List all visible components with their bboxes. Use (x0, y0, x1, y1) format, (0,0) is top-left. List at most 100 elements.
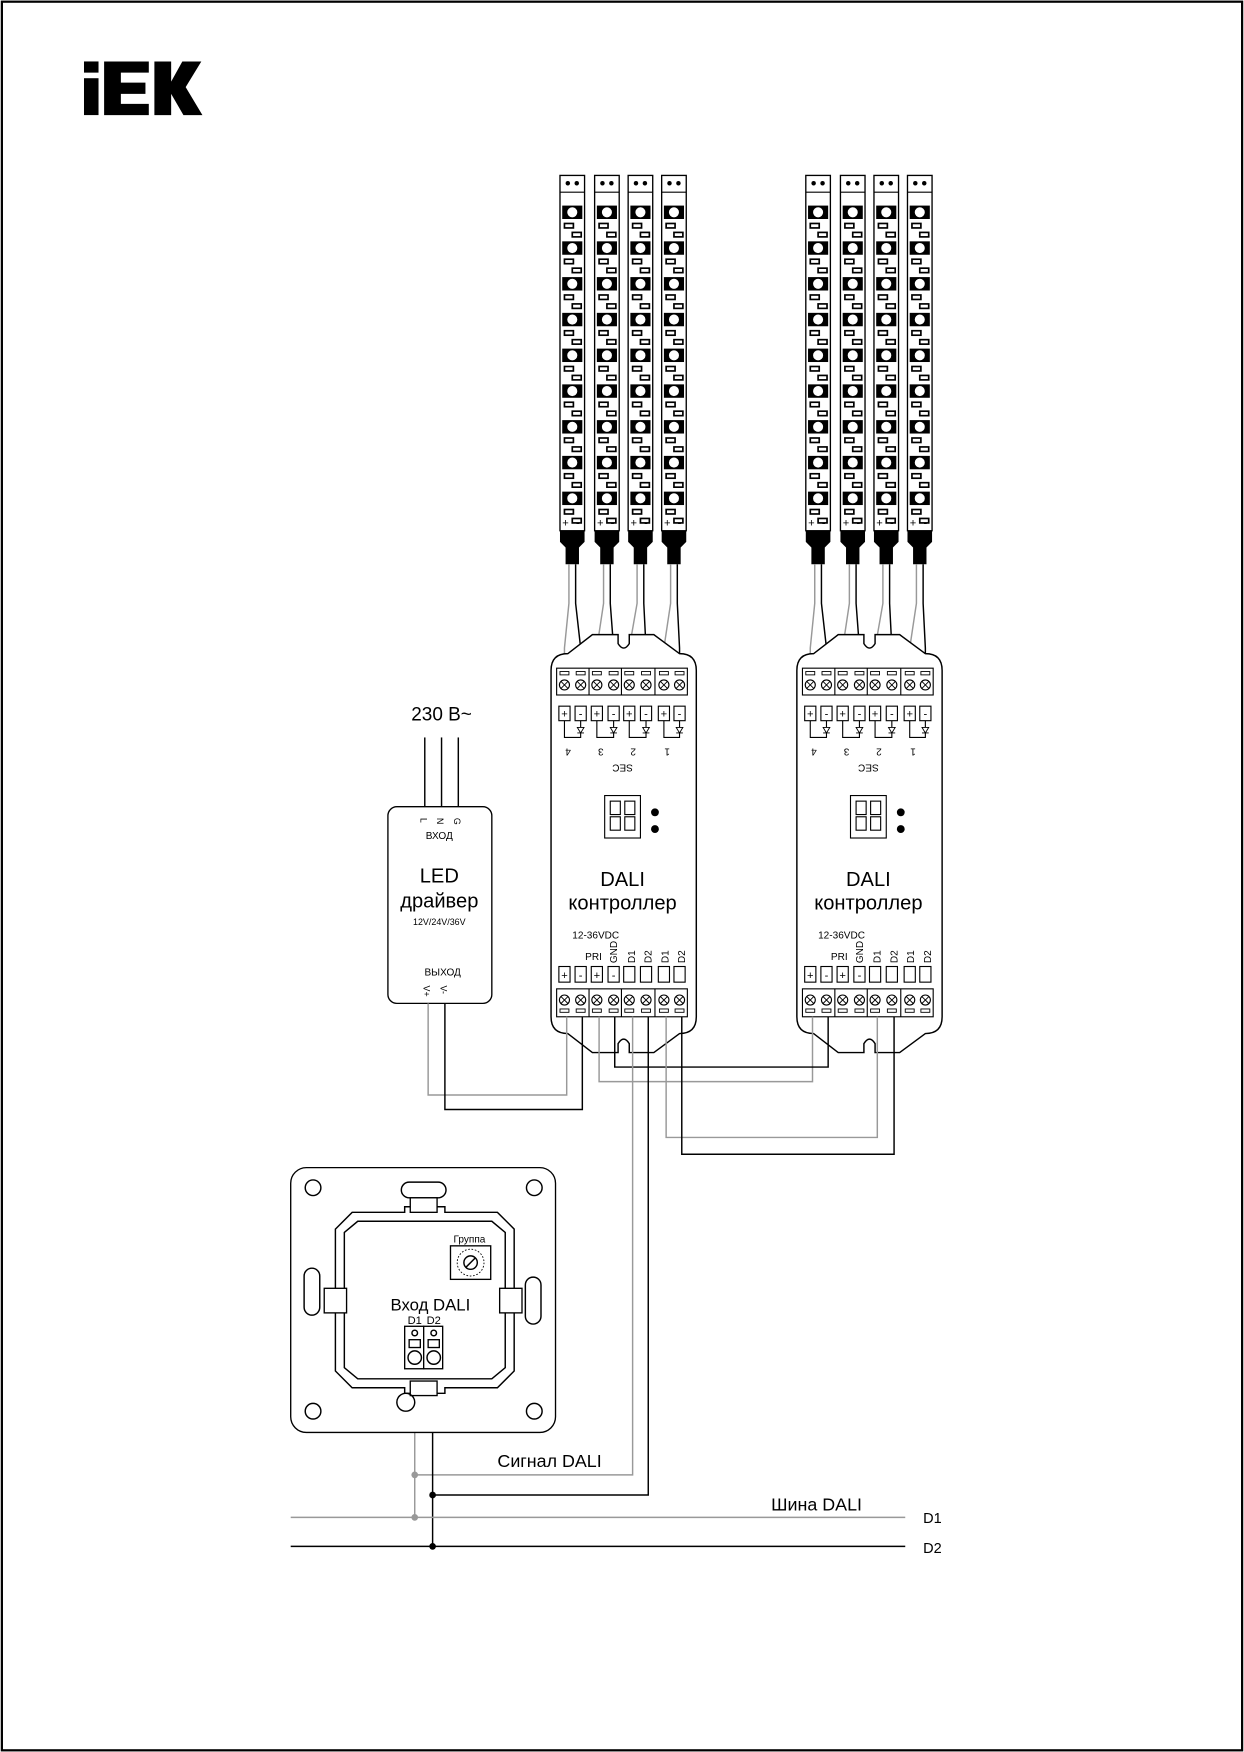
resistor-icon (851, 231, 863, 238)
led-strip: +- (627, 174, 654, 676)
bus-label: Шина DALI (771, 1495, 862, 1515)
resistor-icon (673, 374, 684, 381)
rotary-selector-icon[interactable] (449, 1245, 492, 1281)
resistor-icon (606, 410, 617, 417)
pri-pin-box (558, 965, 571, 983)
resistor-icon (598, 365, 609, 372)
resistor-icon (673, 267, 684, 274)
strip-pad (879, 181, 885, 186)
bus-pin-label: GND (609, 941, 620, 963)
led-icon (634, 277, 647, 290)
led-icon (913, 241, 926, 255)
digit-upper (855, 800, 867, 816)
digit-upper (624, 800, 636, 816)
led-icon (913, 456, 926, 469)
sec-pin-label: - (579, 708, 583, 720)
resistor-icon (665, 329, 676, 337)
resistor-icon (571, 374, 583, 381)
pri-pin-box (820, 965, 833, 983)
led-diode-icon (921, 726, 930, 734)
resistor-icon (877, 508, 889, 515)
led-icon (846, 456, 859, 469)
led-icon (913, 492, 926, 505)
dali-input-terminal[interactable] (404, 1325, 444, 1370)
resistor-icon (809, 437, 821, 444)
resistor-icon (598, 508, 609, 515)
resistor-icon (631, 437, 643, 444)
led-driver: 230 В~ L N G ВХОД LED драйвер 12V/24V/36… (387, 705, 493, 1005)
strip-connector (907, 530, 933, 565)
resistor-icon (598, 329, 609, 337)
resistor-icon (563, 222, 575, 229)
led-icon (913, 277, 926, 290)
pri-pin-box (804, 965, 817, 983)
resistor-icon (918, 231, 930, 238)
resistor-icon (639, 267, 651, 274)
led-diode-icon (855, 726, 864, 734)
resistor-icon (885, 231, 897, 238)
resistor-icon (809, 329, 821, 337)
terminal-slot (870, 671, 880, 676)
resistor-icon (563, 365, 575, 372)
terminal-slot (608, 671, 619, 676)
screw-cross (560, 681, 569, 689)
led-icon (600, 384, 614, 398)
terminal-slot (641, 671, 651, 676)
led-icon (667, 277, 681, 290)
resistor-icon (809, 222, 821, 229)
resistor-icon (673, 517, 684, 524)
screw-cross (906, 996, 914, 1004)
terminal-slot (674, 1008, 685, 1013)
channel-label: 2 (876, 746, 882, 757)
pri-pin-box (903, 965, 916, 983)
resistor-icon (911, 437, 922, 444)
resistor-icon (809, 294, 821, 301)
led-strip: +- (839, 174, 866, 676)
seven-segment-display-icon (849, 794, 887, 839)
resistor-icon (851, 267, 863, 274)
controller-title-1: DALI (846, 869, 891, 891)
led-diode-icon (641, 726, 651, 734)
strip-plus-label: + (664, 517, 671, 529)
channel-label: 3 (843, 746, 849, 757)
strip-plus-label: + (808, 517, 815, 529)
pri-pin-label: + (561, 970, 568, 982)
digit-upper (609, 800, 621, 816)
resistor-icon (563, 401, 575, 408)
led-icon (634, 241, 647, 255)
resistor-icon (673, 338, 684, 345)
bus-d2-label: D2 (923, 1541, 942, 1557)
strip-pad (633, 181, 639, 186)
screw-cross (855, 996, 864, 1004)
resistor-icon (665, 294, 676, 301)
sec-pin-label: + (561, 708, 568, 720)
driver-output-label: ВЫХОД (424, 967, 461, 978)
sec-pin-label: - (612, 708, 616, 720)
resistor-icon (817, 267, 828, 274)
signal-label: Сигнал DALI (497, 1451, 601, 1471)
resistor-icon (817, 338, 828, 345)
dali-input-label: Вход DALI (390, 1296, 470, 1315)
resistor-icon (606, 517, 617, 524)
led-icon (880, 384, 893, 398)
led-icon (667, 241, 681, 255)
channel-label: 3 (598, 746, 604, 757)
resistor-icon (844, 472, 855, 480)
terminal-slot (658, 1008, 669, 1013)
resistor-icon (598, 472, 609, 480)
sec-pin-label: + (906, 708, 913, 720)
resistor-icon (606, 338, 617, 345)
resistor-icon (571, 338, 583, 345)
terminal-slot (854, 1008, 865, 1013)
bus-pin-label: D2 (644, 950, 655, 963)
resistor-icon (844, 365, 855, 372)
led-strip: +- (906, 174, 933, 676)
led-icon (600, 349, 614, 362)
resistor-icon (918, 517, 930, 524)
terminal-slot (658, 671, 669, 676)
pri-pin-box (919, 965, 932, 983)
pri-pin-box (868, 965, 882, 983)
sec-pin-label: - (644, 708, 648, 720)
led-icon (811, 384, 825, 398)
strip-pad (600, 181, 605, 186)
